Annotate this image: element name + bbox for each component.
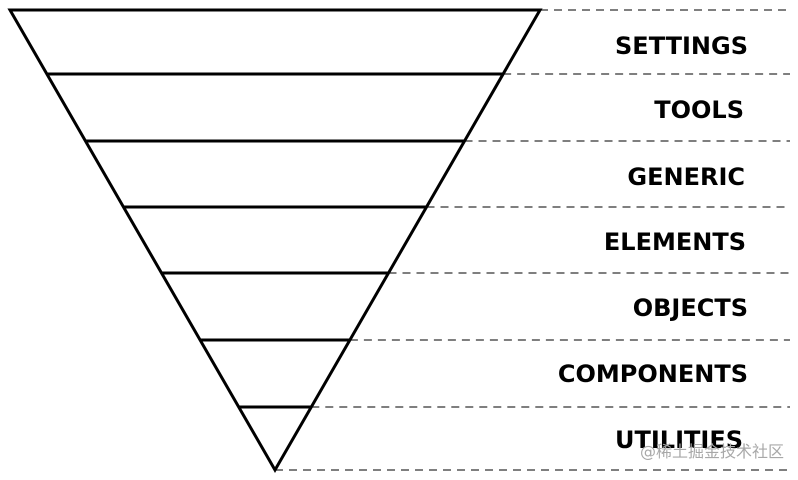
layer-dividers [46,72,504,409]
layer-label-components: COMPONENTS [558,360,748,388]
layer-label-tools: TOOLS [654,96,744,124]
layer-label-objects: OBJECTS [633,294,748,322]
layer-label-settings: SETTINGS [615,32,748,60]
inverted-triangle [7,8,543,474]
layer-label-utilities: UTILITIES [615,426,743,454]
layer-labels: SETTINGS TOOLS GENERIC ELEMENTS OBJECTS … [558,32,748,454]
watermark: @稀土掘金技术社区 [639,442,784,461]
dashed-guide-lines [275,9,790,471]
layer-label-generic: GENERIC [627,163,745,191]
layer-label-elements: ELEMENTS [604,228,746,256]
